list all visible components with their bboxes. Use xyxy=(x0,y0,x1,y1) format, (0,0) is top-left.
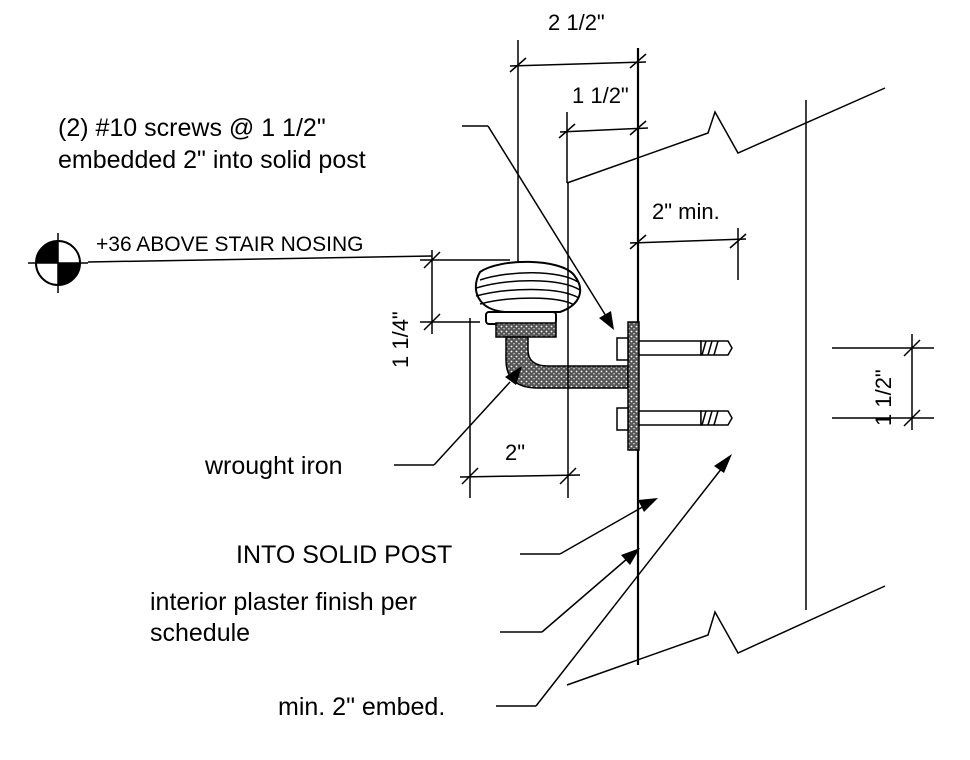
screw-lower xyxy=(616,407,733,431)
wrought-iron-bracket xyxy=(495,321,640,451)
leader-wrought-iron xyxy=(394,366,522,466)
dim-screw-spacing: 1 1/2" xyxy=(832,334,934,430)
screws-note-line-1: (2) #10 screws @ 1 1/2" xyxy=(58,114,326,142)
handrail-profile xyxy=(475,260,582,325)
dim-bracket-projection: 2" xyxy=(459,183,581,498)
dim-overall-width-label: 2 1/2" xyxy=(548,10,605,35)
bracket-wall-plate xyxy=(627,321,640,451)
post-top-break-line xyxy=(566,87,886,184)
dim-inner-width-label: 1 1/2" xyxy=(572,83,629,108)
embed-note: min. 2" embed. xyxy=(278,693,445,721)
dim-overall-width: 2 1/2" xyxy=(509,10,647,275)
dim-bracket-projection-label: 2" xyxy=(505,440,525,465)
datum-marker: +36 ABOVE STAIR NOSING xyxy=(28,233,433,293)
dim-clearance-label: 2" min. xyxy=(652,199,720,224)
leader-screws xyxy=(462,125,614,330)
screw-upper xyxy=(616,337,733,361)
dim-rail-height: 1 1/4" xyxy=(388,250,510,368)
leader-plaster xyxy=(500,548,640,633)
dim-rail-height-label: 1 1/4" xyxy=(388,311,413,368)
plaster-note-line-1: interior plaster finish per xyxy=(150,588,417,616)
dim-inner-width: 1 1/2" xyxy=(558,83,649,183)
leader-embed xyxy=(496,454,732,707)
into-solid-post-note: INTO SOLID POST xyxy=(236,541,452,569)
datum-label: +36 ABOVE STAIR NOSING xyxy=(96,233,363,256)
plaster-note-line-2: schedule xyxy=(150,619,250,647)
post-bottom-break-line xyxy=(566,585,886,686)
screws-note-line-2: embedded 2" into solid post xyxy=(58,146,366,174)
dim-screw-spacing-label: 1 1/2" xyxy=(871,369,896,426)
leader-into-solid-post xyxy=(520,498,658,555)
wrought-iron-note: wrought iron xyxy=(204,452,343,480)
dim-clearance: 2" min. xyxy=(629,199,747,280)
